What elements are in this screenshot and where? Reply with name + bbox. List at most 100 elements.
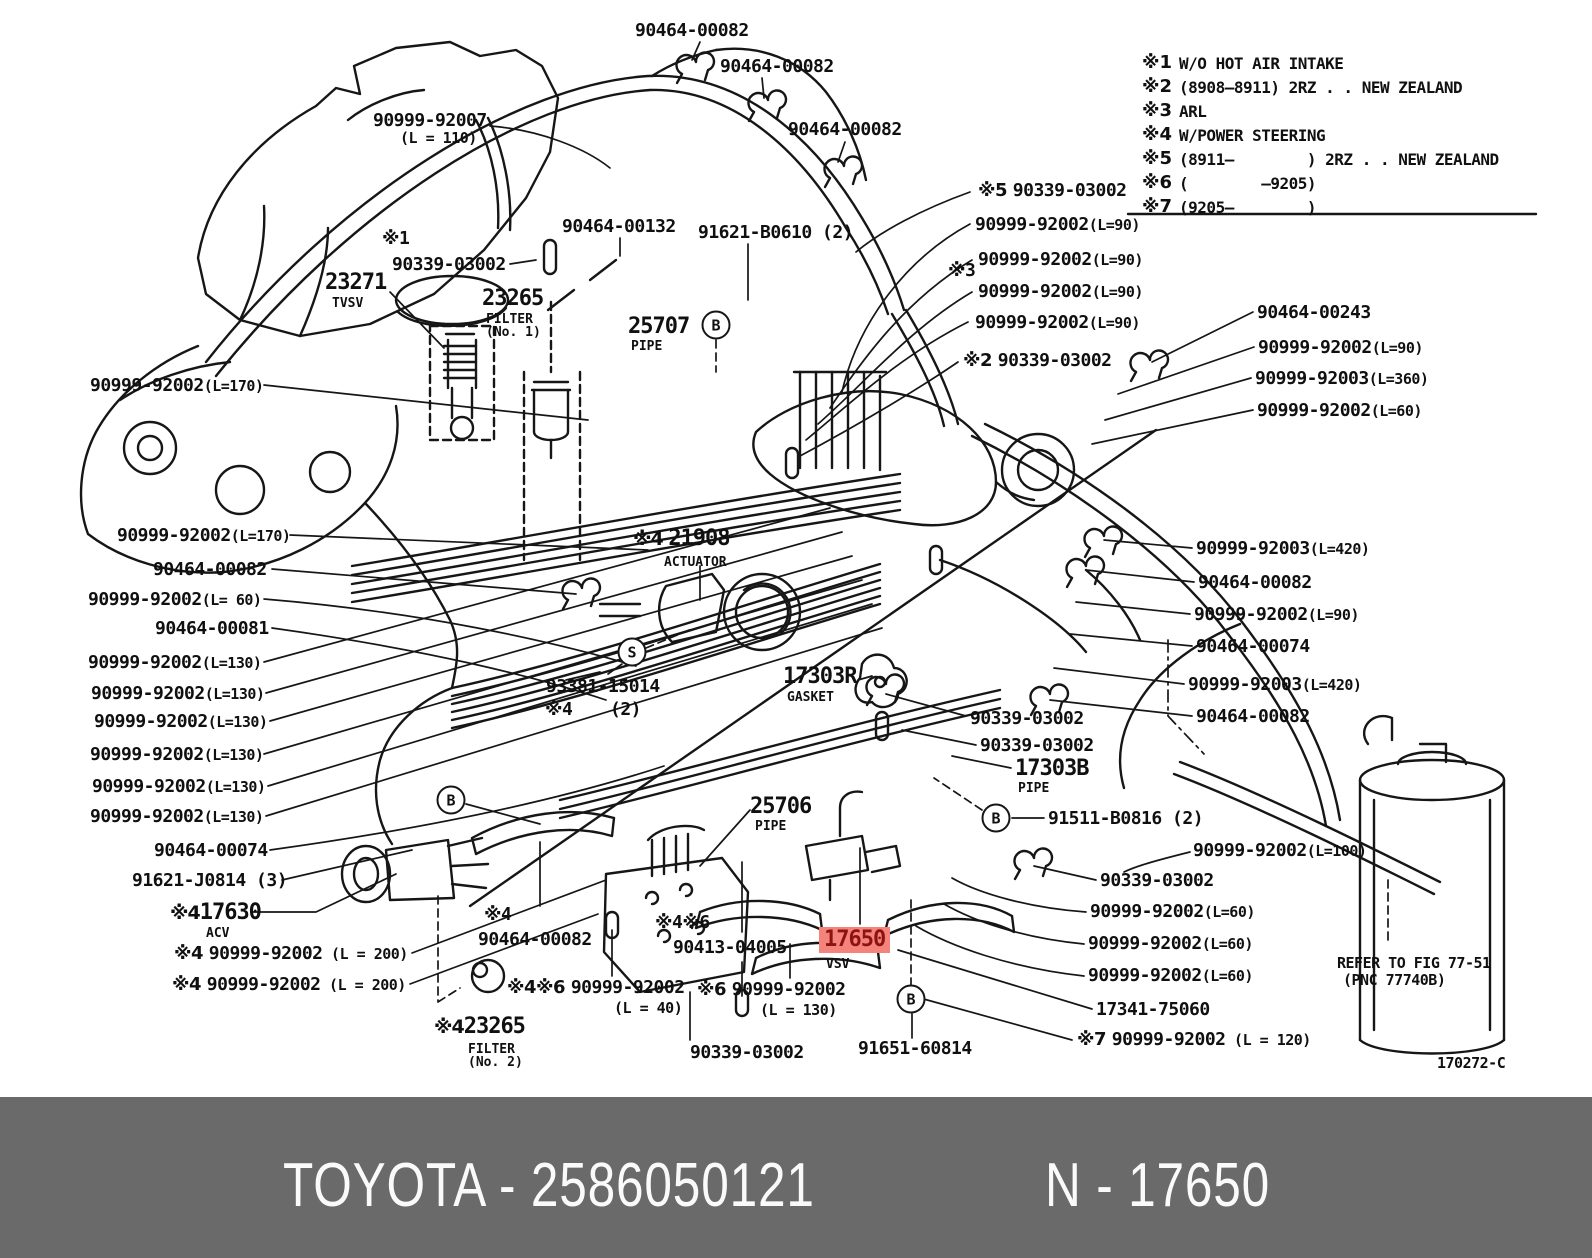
part-label: 90464-00243 [1257,304,1371,322]
part-number-text: FILTER [486,312,533,327]
part-number-text: 90999-92002 [1258,337,1372,358]
part-label: 90464-00082 [1196,708,1310,726]
hose-clips [561,51,1170,881]
part-number-text: 91621-J0814 (3) [132,870,288,891]
part-number-text: 90999-92002 [90,744,204,765]
part-label: 93381-15014 [546,678,660,696]
part-number-text: (PNC 77740B) [1343,971,1446,989]
part-number-text: 90464-00132 [562,216,676,237]
part-label: (L = 40) [614,1001,683,1016]
part-number-text: 93381-15014 [546,676,660,697]
part-label: 90999-92002(L=90) [975,314,1140,332]
part-label: 90464-00074 [154,842,268,860]
star-marker: ※4※6 [507,977,571,998]
short-hoses [374,686,1016,976]
part-number-text: 90999-92002 [91,683,205,704]
acv-17630 [340,836,490,904]
part-label: 90999-92003(L=420) [1196,538,1370,559]
filter-no1 [522,300,582,562]
length-suffix: (L=60) [1201,967,1254,985]
part-label: 90464-00074 [1196,638,1310,656]
part-number-text: 91511-B0816 (2) [1048,808,1204,829]
part-label: ※2 90339-03002 [963,352,1112,370]
length-suffix: (L=90) [1091,283,1144,301]
circled-letter-b: B [436,785,466,815]
part-number-text: ACTUATOR [664,555,727,570]
part-label: 90999-92002(L=130) [90,744,264,765]
diagram-line-art [79,40,1538,1055]
part-label: 90464-00082 [478,931,592,949]
part-label: 91511-B0816 (2) [1048,808,1204,829]
part-number-text: 17630 [199,900,262,925]
part-label: 90999-92002(L=90) [1194,606,1359,624]
part-label: 91651-60814 [858,1040,972,1058]
part-number-text: 90999-92002 [731,979,846,1000]
part-label: 90999-92002(L=60) [1257,402,1422,420]
part-label: (No. 1) [486,326,541,339]
bottom-banner: TOYOTA - 2586050121 N - 17650 [0,1097,1592,1258]
part-number-text: 90999-92002 [1257,400,1371,421]
part-label: 90464-00081 [155,620,269,638]
part-label: 25706 [750,796,812,818]
legend-text: (8908—8911) 2RZ . . NEW ZEALAND [1179,78,1463,97]
part-number-text: 90999-92003 [1255,368,1369,389]
part-label: GASKET [787,691,834,704]
legend-item: ※6( —9205) [1142,172,1499,193]
length-suffix: (L= 60) [201,591,262,609]
part-number-text: TVSV [332,296,364,311]
part-label: 90464-00132 [562,218,676,236]
part-label: FILTER [468,1043,515,1056]
part-label: ※4 90999-92002 (L = 200) [172,976,406,994]
length-suffix: (L=130) [204,685,265,703]
star-marker: ※4 [174,943,209,964]
part-label: 17303R [783,664,857,689]
part-label: 17303B [1015,756,1089,781]
part-label: ※423265 [434,1014,526,1039]
engine-cylinder-head [196,40,560,338]
legend-marker: ※1 [1142,52,1173,73]
part-number-text: ※4 [545,699,573,720]
part-label: ※5 90339-03002 [978,182,1127,200]
part-number-text: REFER TO FIG 77-51 [1337,954,1491,972]
part-number-text: (L = 110) [400,129,477,147]
part-number-text: 21908 [668,526,730,551]
legend-text: ARL [1179,102,1207,121]
charcoal-canister [1358,715,1506,1055]
part-number-text: 23265 [463,1014,526,1039]
part-label: 90999-92002(L=130) [91,683,265,704]
part-label: 90999-92002(L= 60) [88,591,262,609]
part-label: ※4 21908 [633,526,731,551]
part-number-text: 90464-00082 [478,929,592,950]
circled-letter-b: B [701,310,731,340]
part-label: 25707 [628,316,690,338]
part-label: 90999-92002(L=170) [90,377,264,395]
highlighted-part-label[interactable]: 17650 [819,927,891,953]
part-number-text: 90999-92002 [88,652,202,673]
part-number-text: 17303B [1015,756,1089,781]
part-label: ※4 [545,699,573,720]
part-number-text: 90464-00082 [1198,572,1312,593]
pipe-bracket-25706 [602,824,750,994]
part-number-text: 17303R [783,664,857,689]
star-marker: ※4 [633,528,669,550]
engine-block [79,344,459,690]
length-suffix: (L=130) [203,808,264,826]
part-label: (2) [610,701,642,719]
length-suffix: (L = 120) [1225,1031,1311,1049]
legend-marker: ※4 [1142,124,1173,145]
part-label: 91621-J0814 (3) [132,870,288,891]
length-suffix: (L=90) [1307,606,1360,624]
part-number-text: 23271 [325,270,387,295]
part-label: 90999-92003(L=360) [1255,368,1429,389]
part-number-text: 90999-92003 [1196,538,1310,559]
part-number-text: 90339-03002 [997,350,1112,371]
length-suffix: (L=60) [1370,402,1423,420]
part-label: ※4 [484,906,512,924]
length-suffix: (L=170) [203,377,264,395]
part-label: 90999-92002(L=90) [975,216,1140,234]
length-suffix: (L=100) [1306,842,1367,860]
part-number-text: 90999-92002 [1088,933,1202,954]
vsv-17650 [804,790,902,902]
part-number-text: 23265 [482,286,544,311]
